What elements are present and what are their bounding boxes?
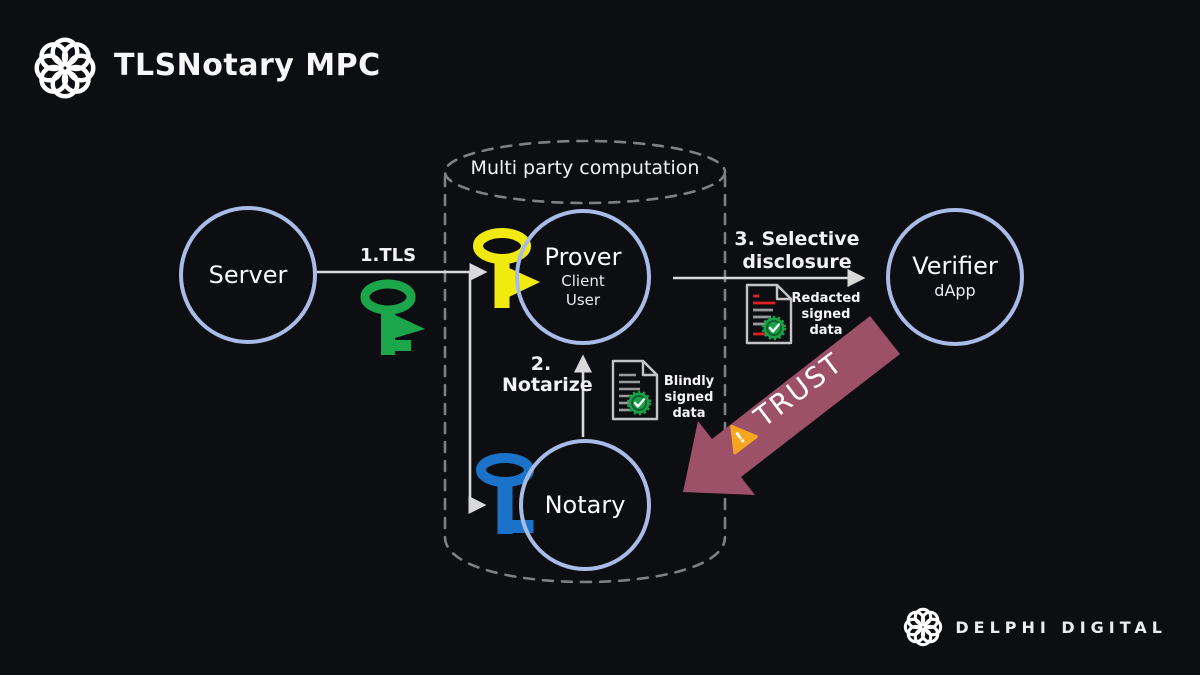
prover-label: Prover — [544, 243, 622, 272]
verifier-label: Verifier — [912, 252, 998, 281]
node-prover: Prover Client User — [515, 209, 651, 345]
page-title: TLSNotary MPC — [114, 48, 381, 83]
blindly-signed-document-icon — [611, 359, 659, 421]
step3-selective-disclosure-label: 3. Selective disclosure — [734, 228, 860, 273]
node-notary: Notary — [519, 439, 651, 571]
warning-icon: ! — [729, 424, 758, 454]
mpc-container-label: Multi party computation — [470, 157, 700, 179]
step1-tls-label: 1.TLS — [359, 245, 417, 266]
green-seal-icon — [626, 390, 652, 416]
prover-sub-client: Client — [561, 271, 605, 290]
redacted-signed-document-icon — [745, 283, 793, 345]
brand-wordmark: DELPHI DIGITAL — [955, 617, 1167, 637]
redacted-signed-data-label: Redacted signed data — [791, 291, 861, 338]
blindly-signed-data-label: Blindly signed data — [663, 374, 715, 421]
node-verifier: Verifier dApp — [886, 208, 1024, 346]
green-key-icon — [360, 279, 425, 355]
prover-sub-user: User — [565, 291, 601, 310]
server-label: Server — [208, 260, 288, 289]
step2-notarize-label: 2. Notarize — [502, 353, 593, 396]
arrow-tls-branch-to-notary — [468, 272, 487, 515]
delphi-logo-icon — [904, 607, 943, 647]
tlsnotary-logo-icon — [34, 37, 96, 99]
mpc-container-cylinder — [443, 139, 727, 584]
notary-label: Notary — [544, 490, 626, 519]
delphi-digital-brand: DELPHI DIGITAL — [903, 607, 1167, 647]
green-seal-icon — [761, 315, 787, 341]
trust-caption: ! TRUST — [716, 346, 849, 458]
verifier-sub-dapp: dApp — [934, 281, 976, 300]
node-server: Server — [179, 206, 317, 344]
